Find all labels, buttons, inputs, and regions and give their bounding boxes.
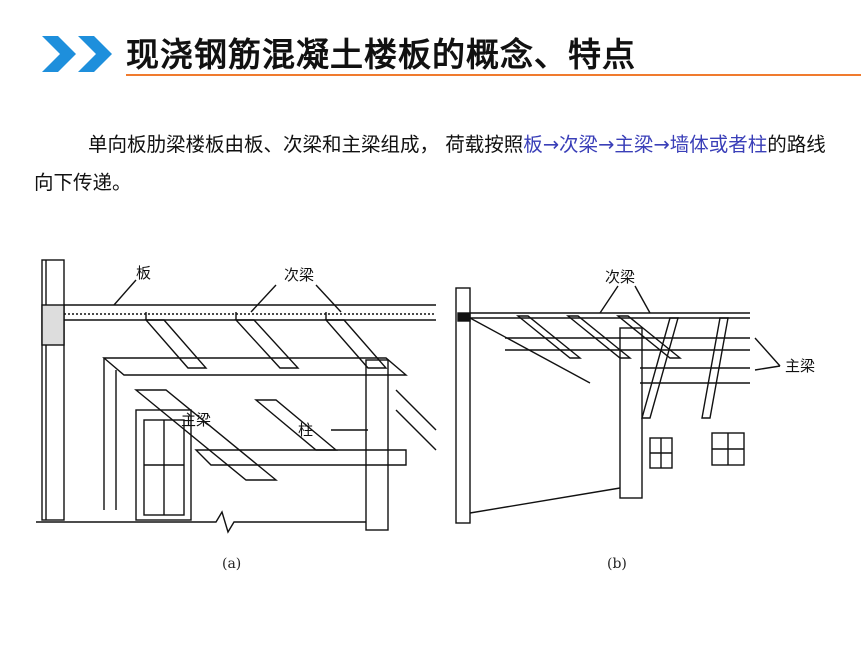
paragraph-tail: 的路线向下传递。 <box>34 133 826 194</box>
caption-b: (b) <box>607 556 627 572</box>
figure-b-drawing: 次梁 主梁 <box>455 268 815 524</box>
label-main-beam-b: 主梁 <box>785 357 815 375</box>
label-slab: 板 <box>136 264 151 282</box>
label-secondary-beam-b: 次梁 <box>605 268 635 286</box>
load-path-highlight: 板→次梁→主梁→墙体或者柱 <box>523 133 768 156</box>
label-main-beam: 主梁 <box>181 411 211 429</box>
title-underline <box>126 74 861 76</box>
paragraph-text: 单向板肋梁楼板由板、次梁和主梁组成， 荷载按照 <box>88 133 524 156</box>
caption-a: (a) <box>222 556 242 572</box>
figure-a-drawing: 板 次梁 主梁 柱 <box>36 259 437 534</box>
slide-header: 现浇钢筋混凝土楼板的概念、特点 <box>0 0 861 80</box>
double-chevron-icon <box>42 36 112 72</box>
figure-a: 板 次梁 主梁 柱 <box>36 250 446 544</box>
description-paragraph: 单向板肋梁楼板由板、次梁和主梁组成， 荷载按照板→次梁→主梁→墙体或者柱的路线向… <box>34 126 834 202</box>
label-column: 柱 <box>298 421 313 439</box>
figure-b: 次梁 主梁 <box>450 258 840 532</box>
label-secondary-beam: 次梁 <box>284 266 314 284</box>
slide-title: 现浇钢筋混凝土楼板的概念、特点 <box>126 35 636 74</box>
